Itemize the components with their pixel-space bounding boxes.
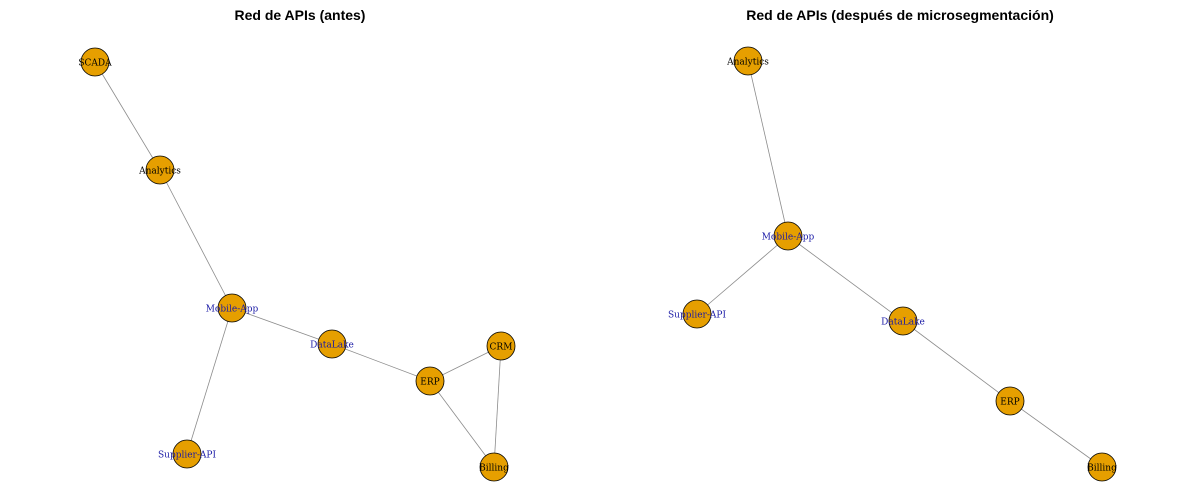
node-label: DataLake [881,318,925,328]
node-circle [773,221,803,251]
node-circle [995,386,1025,416]
node-supplier-api: Supplier-API [668,299,726,329]
edge-erp-billing [1009,400,1103,468]
node-supplier-api: Supplier-API [158,439,216,469]
node-label: Supplier-API [158,451,216,461]
node-datalake: DataLake [881,306,925,336]
node-label: Supplier-API [668,311,726,321]
node-mobile-app: Mobile-App [762,221,815,251]
node-circle [733,46,763,76]
node-circle [217,293,247,323]
node-circle [682,299,712,329]
node-analytics: Analytics [726,46,769,76]
edge-erp-billing [429,380,495,468]
node-label: DataLake [310,341,354,351]
node-label: ERP [1000,398,1019,408]
node-label: Billing [479,464,509,474]
edge-mobile-app-supplier-api [696,235,789,315]
node-billing: Billing [479,452,509,482]
edge-mobile-app-datalake [231,307,333,345]
node-circle [317,329,347,359]
node-label: Mobile-App [206,305,259,315]
node-label: ERP [420,378,439,388]
node-erp: ERP [995,386,1025,416]
node-label: Billing [1087,464,1117,474]
node-datalake: DataLake [310,329,354,359]
node-scada: SCADA [78,47,112,77]
node-circle [145,155,175,185]
edge-analytics-mobile-app [747,60,789,237]
node-circle [1087,452,1117,482]
node-label: Analytics [726,58,769,68]
panel-title-before: Red de APIs (antes) [234,7,366,23]
node-mobile-app: Mobile-App [206,293,259,323]
node-circle [80,47,110,77]
node-circle [479,452,509,482]
edge-mobile-app-datalake [787,235,904,322]
graph-panel-after: Red de APIs (después de microsegmentació… [600,0,1200,500]
node-label: SCADA [78,59,112,69]
node-label: Analytics [138,167,181,177]
node-erp: ERP [415,366,445,396]
edge-scada-analytics [94,61,161,171]
edge-analytics-mobile-app [159,169,233,309]
node-analytics: Analytics [138,155,181,185]
edge-datalake-erp [902,320,1011,402]
node-circle [172,439,202,469]
node-circle [888,306,918,336]
edge-datalake-erp [331,343,431,382]
edge-crm-billing [493,345,502,468]
node-label: CRM [490,343,513,353]
node-billing: Billing [1087,452,1117,482]
node-circle [486,331,516,361]
node-label: Mobile-App [762,233,815,243]
node-circle [415,366,445,396]
node-crm: CRM [486,331,516,361]
panel-title-after: Red de APIs (después de microsegmentació… [746,7,1054,23]
edge-mobile-app-supplier-api [186,307,233,455]
